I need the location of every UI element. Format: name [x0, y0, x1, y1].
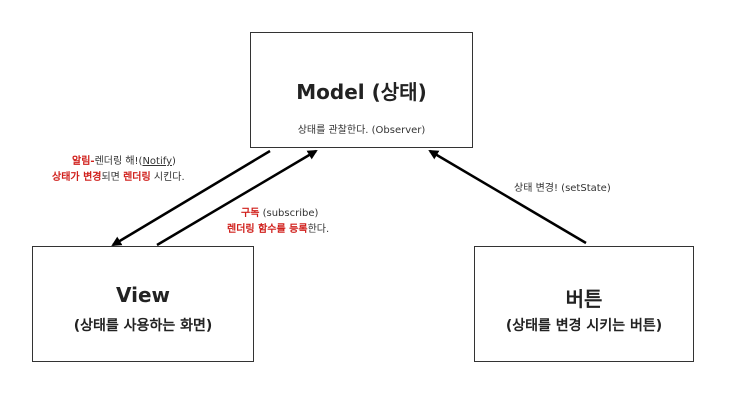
- subscribe-label: 구독 (subscribe) 렌더링 함수를 등록한다.: [227, 206, 329, 238]
- notify-label: 알림-렌더링 해!(Notify) 상태가 변경되면 렌더링 시킨다.: [52, 154, 185, 186]
- model-title: Model (상태): [296, 80, 427, 104]
- subscribe-label-line2: 렌더링 함수를 등록한다.: [227, 224, 330, 235]
- notify-label-line1: 알림-렌더링 해!(Notify): [72, 156, 176, 167]
- button-box: 버튼 (상태를 변경 시키는 버튼): [474, 246, 694, 362]
- view-subtitle: (상태를 사용하는 화면): [73, 318, 213, 334]
- subscribe-label-line1: 구독 (subscribe): [241, 208, 319, 219]
- view-title: View: [115, 283, 171, 307]
- notify-label-line2: 상태가 변경되면 렌더링 시킨다.: [52, 172, 185, 183]
- notify-arrow: [111, 149, 271, 247]
- view-box: View (상태를 사용하는 화면): [32, 246, 254, 362]
- model-subtitle: 상태를 관찰한다. (Observer): [297, 125, 426, 136]
- subscribe-arrow: [156, 149, 318, 247]
- setstate-arrow: [428, 149, 587, 245]
- button-box-subtitle: (상태를 변경 시키는 버튼): [505, 318, 663, 334]
- setstate-label: 상태 변경! (setState): [514, 183, 611, 194]
- model-box: Model (상태) 상태를 관찰한다. (Observer): [250, 32, 473, 148]
- button-box-title: 버튼: [565, 287, 603, 311]
